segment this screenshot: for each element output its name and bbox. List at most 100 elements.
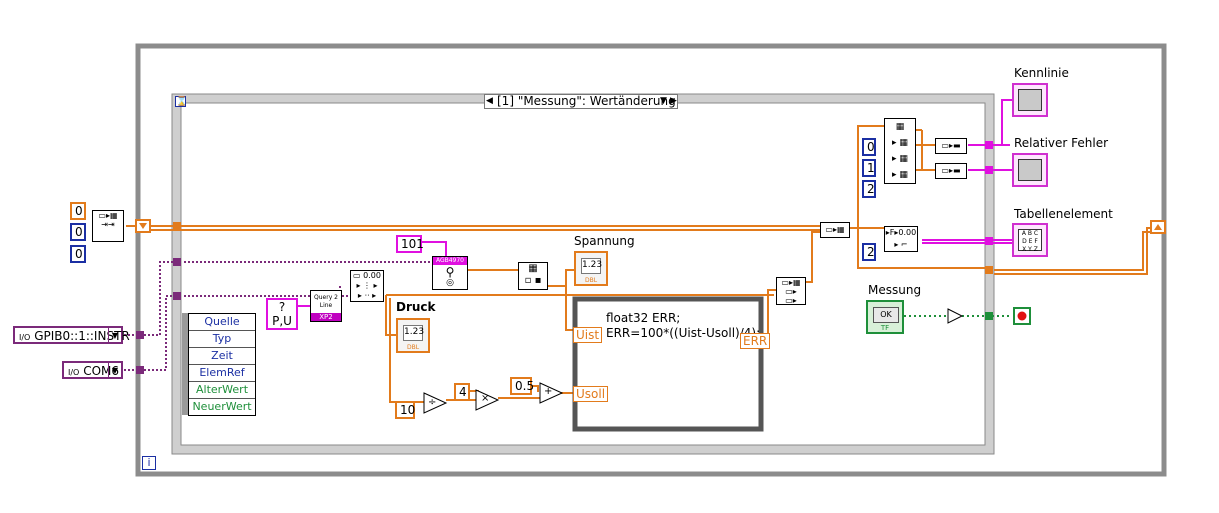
graph-icon: [1018, 159, 1042, 181]
divide-symbol: ÷: [428, 397, 437, 408]
index-const-1[interactable]: 1: [862, 159, 876, 177]
build-cluster-node[interactable]: ▭▸▦⇥⇥: [92, 210, 124, 242]
relativer-fehler-label: Relativer Fehler: [1014, 136, 1109, 150]
visa-prefix: I/O: [68, 368, 80, 377]
tunnel: [985, 312, 993, 320]
spannung-display: 1.23: [581, 258, 602, 274]
druck-display: 1.23: [403, 325, 424, 341]
visa-prefix: I/O: [19, 333, 31, 342]
index-array-node[interactable]: ▦▫ ▪: [518, 262, 548, 290]
dropdown-icon[interactable]: ▼: [108, 363, 121, 377]
array-const-2[interactable]: 0: [70, 245, 86, 263]
numeric-wire: [385, 231, 820, 403]
multiply-function[interactable]: [475, 389, 500, 411]
while-loop-frame[interactable]: [135, 43, 1167, 477]
index-const-2[interactable]: 2: [862, 180, 876, 198]
spannung-label: Spannung: [574, 234, 635, 248]
spannung-indicator[interactable]: 1.23 DBL: [574, 251, 608, 286]
bundle-node-2[interactable]: ▭▸▬: [935, 163, 967, 179]
graph-wire: [922, 99, 1012, 244]
const-0-5[interactable]: 0.5: [510, 377, 534, 395]
const-10[interactable]: 10: [395, 401, 415, 419]
string-wire: [298, 241, 447, 307]
dbl-tag: DBL: [584, 277, 598, 284]
tunnel: [985, 266, 993, 274]
array-const-1[interactable]: 0: [70, 223, 86, 241]
event-data-node-bar: [182, 313, 188, 415]
bundle-node-1[interactable]: ▭▸▬: [935, 138, 967, 154]
tunnel: [173, 292, 181, 300]
kennlinie-label: Kennlinie: [1014, 66, 1069, 80]
build-array-node[interactable]: ▭▸▦▭▸▭▸: [776, 277, 806, 305]
tunnel: [173, 222, 181, 230]
dbl-tag: DBL: [406, 344, 420, 351]
druck-indicator[interactable]: 1.23 DBL: [396, 318, 430, 353]
event-data-quelle: Quelle: [189, 314, 255, 331]
tunnel: [985, 166, 993, 174]
visa-com-control[interactable]: I/O COM6 ▼: [62, 361, 123, 379]
formula-input-usoll[interactable]: Usoll: [573, 386, 609, 402]
const-4[interactable]: 4: [454, 383, 470, 401]
event-data-node[interactable]: Quelle Typ Zeit ElemRef AlterWert NeuerW…: [188, 313, 256, 416]
visa-gpib-control[interactable]: I/O GPIB0::1::INSTR ▼: [13, 326, 130, 344]
divide-function[interactable]: [423, 392, 448, 414]
dropdown-icon[interactable]: ▼: [108, 328, 121, 342]
relativer-fehler-graph[interactable]: [1012, 153, 1048, 187]
case-dropdown-icon[interactable]: ▼: [660, 96, 667, 106]
tf-tag: TF: [880, 324, 890, 332]
query-string-const[interactable]: ?P,U: [266, 298, 298, 330]
messung-button-text: OK: [873, 307, 899, 323]
next-case-icon[interactable]: ▶: [670, 96, 677, 106]
query-vi-tag: XP2: [311, 313, 341, 321]
multiply-symbol: ×: [481, 393, 490, 404]
formula-output-err[interactable]: ERR: [740, 333, 771, 349]
query-vi-label: Query 2 Line: [314, 294, 338, 309]
prev-case-icon[interactable]: ◀: [486, 96, 493, 106]
messung-label: Messung: [868, 283, 922, 297]
shift-register-wire: [126, 225, 1151, 275]
event-data-alterwert: AlterWert: [189, 382, 255, 399]
tunnel: [136, 366, 144, 374]
event-data-typ: Typ: [189, 331, 255, 348]
const-101[interactable]: 101: [396, 235, 424, 253]
event-data-neuerwert: NeuerWert: [192, 400, 252, 413]
tunnel: [136, 331, 144, 339]
add-symbol: +: [544, 386, 553, 397]
agilent-gauge-node[interactable]: AGB4970 ⚲ ◎: [432, 256, 468, 290]
kennlinie-graph[interactable]: [1012, 83, 1048, 117]
array-const-0[interactable]: 0: [70, 202, 86, 220]
tunnel: [985, 141, 993, 149]
formula-line-1: float32 ERR;: [606, 311, 681, 325]
shift-register-arrow-icon: [1154, 224, 1162, 230]
formula-line-2: ERR=100*((Uist-Usoll)/4);: [606, 326, 761, 340]
event-case-selector[interactable]: [1] "Messung": Wertänderung: [484, 94, 678, 109]
tunnel: [985, 237, 993, 245]
not-function[interactable]: [947, 308, 964, 324]
scan-string-node[interactable]: ▭ 0.00▸ ⋮ ▸▸ ⋅⋅ ▸: [350, 270, 384, 302]
build-cluster-array-node[interactable]: ▭▸▦: [820, 222, 850, 238]
add-function[interactable]: [539, 382, 564, 404]
druck-label: Druck: [396, 300, 436, 314]
visa-gpib-value: GPIB0::1::INSTR: [34, 329, 130, 343]
tabellenelement-label: Tabellenelement: [1014, 207, 1113, 221]
index-const-2-lower[interactable]: 2: [862, 243, 876, 261]
formula-input-uist[interactable]: Uist: [573, 327, 603, 343]
num-to-string-node[interactable]: ▸F▸0.00▸ ⌐: [884, 226, 918, 252]
index-array-multi-node[interactable]: ▦▸ ▦▸ ▦▸ ▦: [884, 118, 916, 184]
formula-node[interactable]: [572, 296, 764, 432]
shift-register-arrow-icon: [139, 223, 147, 229]
tunnel: [173, 258, 181, 266]
event-timeout-icon: ⌛: [175, 96, 188, 107]
gauge-tag: AGB4970: [433, 257, 467, 265]
iteration-terminal: i: [142, 456, 156, 470]
query-2-line-vi[interactable]: Query 2 Line XP2: [310, 290, 342, 322]
messung-button[interactable]: OK TF: [866, 300, 904, 334]
visa-com-value: COM6: [83, 364, 119, 378]
orange-wire-right: [850, 125, 988, 269]
graph-icon: [1018, 89, 1042, 111]
index-const-0[interactable]: 0: [862, 138, 876, 156]
gauge-icon: ◎: [446, 278, 454, 288]
stop-icon: [1017, 311, 1027, 321]
